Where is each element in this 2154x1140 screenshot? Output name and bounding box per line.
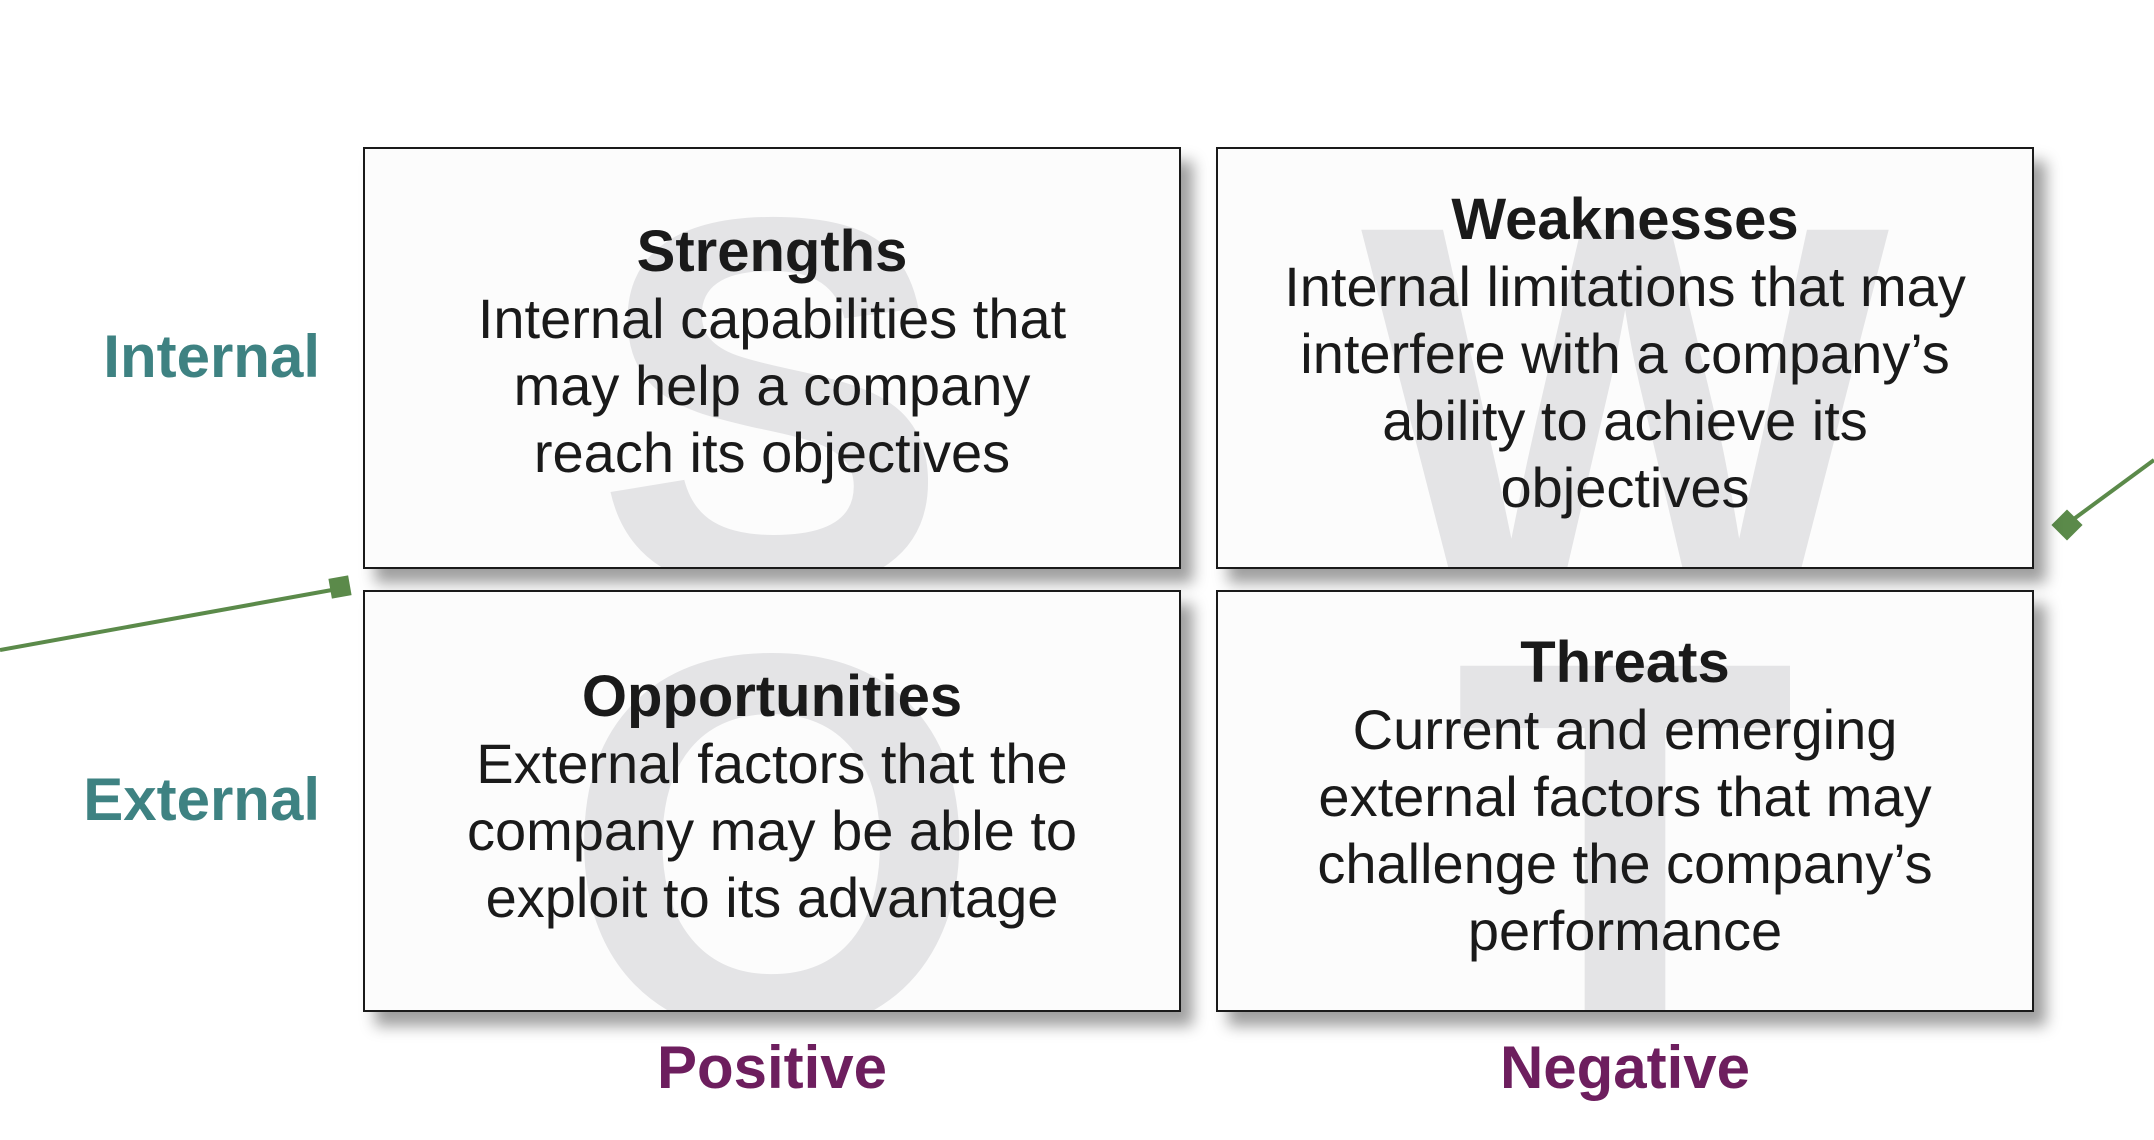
- watermark-letter-w: W: [1360, 147, 1890, 569]
- quadrant-description: Internal capabilities that may help a co…: [477, 287, 1067, 484]
- column-label-negative: Negative: [1499, 1034, 1751, 1101]
- left-connector-line: [0, 586, 344, 652]
- quadrant-title: Opportunities: [581, 664, 963, 729]
- quadrant-opportunities: O Opportunities External factors that th…: [363, 590, 1181, 1012]
- quadrant-title: Weaknesses: [1451, 187, 1799, 252]
- column-label-positive: Positive: [656, 1034, 888, 1101]
- watermark-letter-o: O: [561, 590, 983, 1012]
- quadrant-description: Internal limitations that may interfere …: [1284, 255, 1966, 519]
- quadrant-threats-content: Threats Current and emerging external fa…: [1218, 630, 2032, 964]
- left-connector-marker: [328, 575, 352, 599]
- row-label-external: External: [83, 766, 320, 833]
- quadrant-title: Strengths: [636, 219, 908, 284]
- quadrant-opportunities-content: Opportunities External factors that the …: [365, 664, 1179, 931]
- quadrant-strengths: S Strengths Internal capabilities that m…: [363, 147, 1181, 569]
- quadrant-description: Current and emerging external factors th…: [1317, 698, 1933, 962]
- quadrant-description: External factors that the company may be…: [466, 732, 1078, 929]
- quadrant-strengths-content: Strengths Internal capabilities that may…: [365, 219, 1179, 486]
- right-connector-marker: [2051, 509, 2083, 541]
- quadrant-title: Threats: [1520, 630, 1730, 695]
- watermark-letter-s: S: [595, 147, 949, 569]
- row-label-internal: Internal: [103, 323, 320, 390]
- quadrant-weaknesses-content: Weaknesses Internal limitations that may…: [1218, 187, 2032, 521]
- right-connector-line: [2065, 458, 2154, 526]
- watermark-letter-t: T: [1453, 590, 1797, 1012]
- quadrant-weaknesses: W Weaknesses Internal limitations that m…: [1216, 147, 2034, 569]
- quadrant-threats: T Threats Current and emerging external …: [1216, 590, 2034, 1012]
